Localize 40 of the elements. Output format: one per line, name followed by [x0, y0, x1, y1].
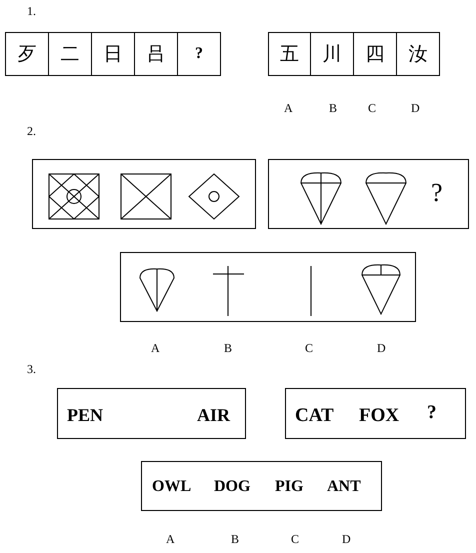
puzzle-cell: 汝	[396, 32, 440, 76]
puzzle-cell: 歹	[5, 32, 49, 76]
option-letter: C	[368, 102, 376, 114]
puzzle-panel	[268, 159, 469, 229]
word: OWL	[152, 479, 192, 495]
word: FOX	[359, 406, 400, 425]
puzzle-panel	[57, 388, 246, 439]
word: PEN	[67, 406, 103, 424]
option-letter: C	[305, 342, 314, 354]
option-letter: A	[284, 102, 293, 114]
puzzle-cell: 五	[268, 32, 311, 76]
word: ANT	[327, 479, 361, 495]
option-letter: C	[291, 533, 300, 545]
puzzle-cell: 二	[48, 32, 92, 76]
puzzle-cell: ?	[177, 32, 221, 76]
word: PIG	[275, 479, 304, 495]
word: DOG	[214, 479, 250, 495]
option-letter: B	[231, 533, 240, 545]
option-letter: B	[224, 342, 232, 354]
question-number: 3.	[27, 363, 36, 375]
word: CAT	[295, 406, 334, 425]
question-mark: ?	[427, 403, 436, 422]
option-letter: D	[342, 533, 351, 545]
puzzle-panel	[32, 159, 256, 229]
puzzle-panel	[120, 252, 416, 322]
option-letter: B	[329, 102, 338, 114]
puzzle-cell: 四	[353, 32, 397, 76]
puzzle-panel	[285, 388, 466, 439]
option-letter: A	[166, 533, 175, 545]
option-letter: A	[151, 342, 160, 354]
option-letter: D	[411, 102, 420, 114]
question-number: 2.	[27, 125, 36, 137]
puzzle-cell: 吕	[134, 32, 178, 76]
puzzle-cell: 川	[310, 32, 354, 76]
word: AIR	[197, 406, 230, 424]
option-letter: D	[377, 342, 386, 354]
puzzle-panel	[141, 461, 382, 511]
question-mark: ?	[431, 180, 443, 206]
question-number: 1.	[27, 5, 36, 17]
puzzle-cell: 日	[91, 32, 135, 76]
